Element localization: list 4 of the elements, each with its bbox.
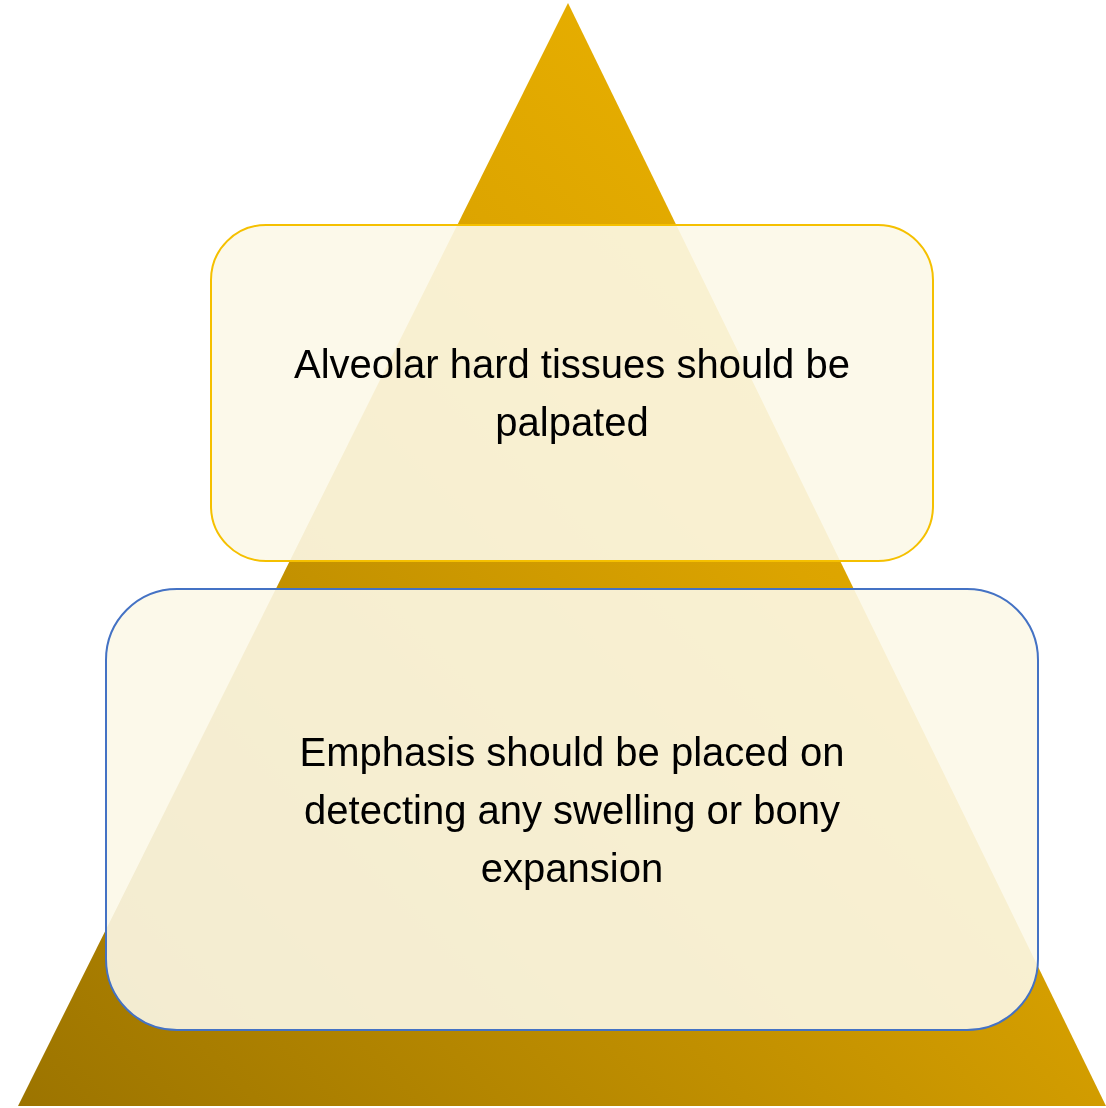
rounded-box xyxy=(105,588,1039,1031)
box-text: Alveolar hard tissues should be palpated xyxy=(293,341,851,446)
box-text: Emphasis should be placed on detecting any swelling or bony expansion xyxy=(298,728,846,892)
rounded-box xyxy=(210,224,934,562)
